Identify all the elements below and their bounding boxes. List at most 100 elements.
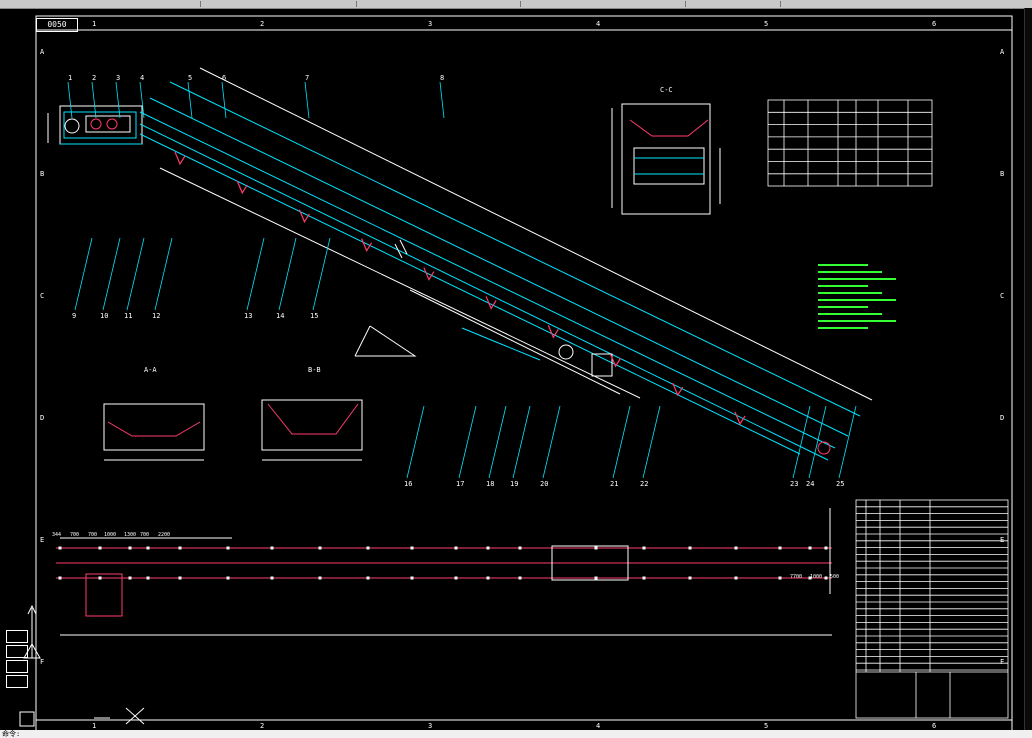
plan-mark	[410, 576, 414, 580]
plan-mark	[178, 576, 182, 580]
callout-balloon: 23	[790, 480, 798, 488]
plan-view	[56, 508, 832, 636]
note-line	[818, 327, 868, 329]
callout-leader	[221, 81, 227, 119]
plan-mark	[270, 546, 274, 550]
idler-mark	[174, 151, 186, 166]
grid-row-label: A	[40, 48, 45, 56]
callout-leader	[91, 81, 97, 119]
grid-column-label: 6	[932, 722, 936, 730]
grid-row-label: C	[40, 292, 44, 300]
grid-column-label: 2	[260, 20, 264, 28]
plan-mark	[128, 546, 132, 550]
callout-balloon: 5	[188, 74, 192, 82]
callout-leader	[642, 405, 661, 479]
plan-mark	[98, 576, 102, 580]
callout-balloon: 15	[310, 312, 318, 320]
idler-mark	[485, 296, 497, 310]
plan-mark	[808, 546, 812, 550]
plan-mark	[642, 546, 646, 550]
layer-legend[interactable]	[6, 630, 28, 700]
callout-balloon: 20	[540, 480, 548, 488]
plan-mark	[146, 546, 150, 550]
plan-mark	[98, 546, 102, 550]
legend-box[interactable]	[6, 645, 28, 658]
toolbar-strip[interactable]	[0, 0, 1032, 9]
grid-row-label: F	[40, 658, 44, 666]
plan-mark	[486, 576, 490, 580]
note-line	[818, 292, 882, 294]
plan-mark	[318, 546, 322, 550]
grid-row-label: D	[1000, 414, 1004, 422]
callout-leader	[67, 81, 73, 119]
callout-leader	[808, 405, 827, 479]
note-line	[818, 320, 896, 322]
legend-box[interactable]	[6, 660, 28, 673]
callout-balloon: 19	[510, 480, 518, 488]
callout-leader	[246, 237, 265, 311]
callout-balloon: 4	[140, 74, 144, 82]
idler-mark	[734, 411, 746, 426]
section-b-view: B-B	[261, 366, 363, 461]
plan-mark	[318, 576, 322, 580]
callout-balloon: 8	[440, 74, 444, 82]
callout-balloon: 10	[100, 312, 108, 320]
callout-leader	[187, 81, 193, 119]
callout-leader	[278, 237, 297, 311]
plan-mark	[734, 576, 738, 580]
plan-mark	[808, 576, 812, 580]
callout-balloon: 25	[836, 480, 844, 488]
callout-balloon: 13	[244, 312, 252, 320]
vertical-scrollbar[interactable]	[1024, 8, 1032, 730]
note-line	[818, 285, 868, 287]
grid-column-label: 4	[596, 20, 600, 28]
plan-mark	[824, 546, 828, 550]
callout-leader	[102, 237, 121, 311]
callout-leader	[406, 405, 425, 479]
grid-row-label: B	[1000, 170, 1004, 178]
callout-balloon: 6	[222, 74, 226, 82]
plan-mark	[734, 546, 738, 550]
grid-column-label: 6	[932, 20, 936, 28]
callout-leader	[312, 237, 331, 311]
plan-mark	[226, 576, 230, 580]
command-line[interactable]: 命令:	[0, 730, 1032, 738]
dimension-label: 1300	[124, 532, 136, 538]
plan-mark	[270, 576, 274, 580]
dimension-label: 500	[830, 574, 839, 580]
callout-balloon: 21	[610, 480, 618, 488]
callout-balloon: 12	[152, 312, 160, 320]
callout-balloon: 11	[124, 312, 132, 320]
grid-column-label: 4	[596, 722, 600, 730]
note-line	[818, 278, 896, 280]
plan-mark	[366, 576, 370, 580]
grid-column-label: 3	[428, 722, 432, 730]
grid-column-label: 1	[92, 20, 96, 28]
callout-leader	[126, 237, 145, 311]
legend-box[interactable]	[6, 675, 28, 688]
plan-mark	[778, 576, 782, 580]
callout-leader	[115, 81, 121, 119]
section-c-view: C-C	[611, 86, 721, 215]
grid-row-label: E	[40, 536, 44, 544]
callout-balloon: 14	[276, 312, 284, 320]
legend-box[interactable]	[6, 630, 28, 643]
callout-balloon: 1	[68, 74, 72, 82]
plan-mark	[688, 546, 692, 550]
grid-column-label: 1	[92, 722, 96, 730]
plan-mark	[128, 576, 132, 580]
section-b-label: B-B	[308, 366, 321, 374]
callout-balloon: 2	[92, 74, 96, 82]
plan-mark	[594, 546, 598, 550]
note-line	[818, 306, 868, 308]
callout-leader	[74, 237, 93, 311]
dimension-label: 1000	[104, 532, 116, 538]
section-c-label: C-C	[660, 86, 673, 94]
grid-row-label: F	[1000, 658, 1004, 666]
dimension-label: 700	[88, 532, 97, 538]
idler-mark	[423, 267, 435, 281]
